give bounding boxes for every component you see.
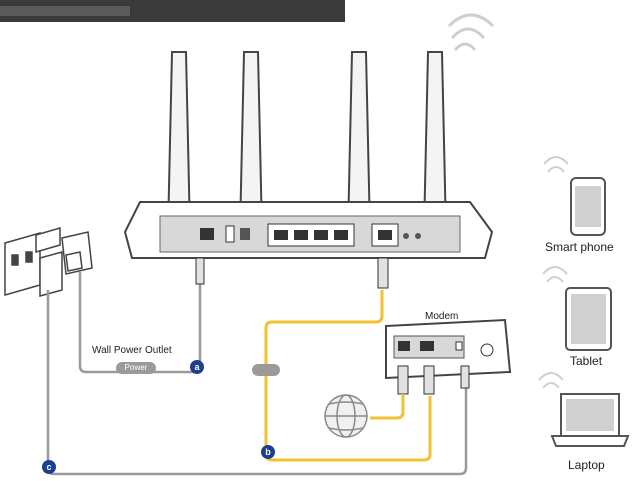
label-tablet: Tablet — [570, 354, 603, 368]
modem — [385, 318, 512, 395]
internet-cable — [370, 394, 405, 420]
antenna — [166, 51, 448, 233]
marker-a: a — [190, 360, 204, 374]
tablet-icon — [542, 266, 612, 351]
label-smart-phone: Smart phone — [545, 240, 614, 254]
router — [123, 201, 494, 259]
smartphone-icon — [543, 156, 606, 236]
ethernet-cable — [264, 290, 432, 462]
wifi-icon — [447, 13, 495, 52]
label-wall-power-outlet: Wall Power Outlet — [92, 345, 172, 356]
label-laptop: Laptop — [568, 458, 605, 472]
laptop-icon — [538, 372, 630, 447]
power-adapter — [39, 231, 93, 297]
power-cable-tag: Power — [116, 362, 156, 374]
wall-outlet — [4, 227, 61, 296]
ethernet-plug — [377, 257, 389, 289]
globe-icon — [324, 394, 368, 438]
wan-cable-tag — [252, 364, 280, 376]
header-fragment — [0, 0, 345, 22]
label-modem: Modem — [425, 311, 459, 322]
marker-b: b — [261, 445, 275, 459]
power-plug — [195, 257, 205, 285]
marker-c: c — [42, 460, 56, 474]
